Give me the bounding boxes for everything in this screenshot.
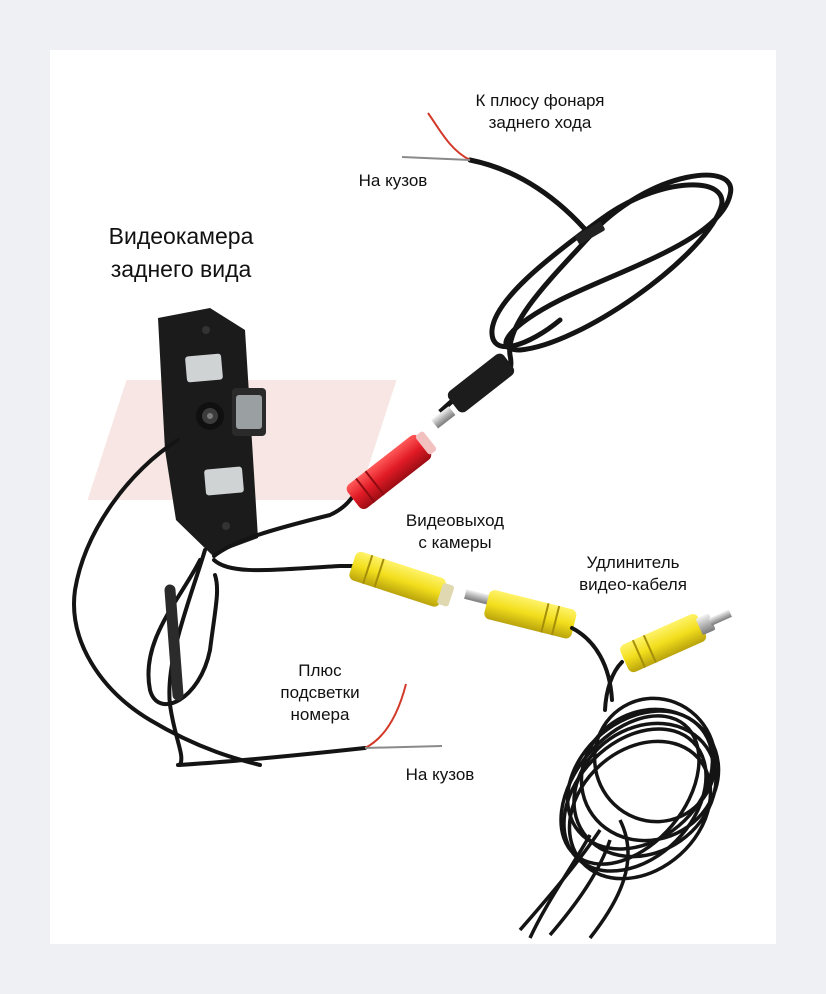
- top-cable-clip: [575, 221, 605, 245]
- rca-yellow-plug-end: [620, 609, 732, 673]
- rca-yellow-jack: [349, 551, 454, 607]
- label-camera-title: Видеокамера заднего вида: [108, 223, 254, 283]
- label-ground-top: На кузов: [358, 171, 428, 190]
- label-ground-bottom: На кузов: [405, 765, 475, 784]
- top-cable-coil: [467, 157, 734, 375]
- cable-ferrite: [164, 584, 184, 701]
- extension-cable: [570, 626, 624, 712]
- dc-power-plug: [431, 353, 515, 429]
- wire-gray-top: [401, 156, 471, 161]
- rca-yellow-plug: [464, 589, 577, 639]
- label-plus-reverse-light: К плюсу фонаря заднего хода: [475, 91, 605, 133]
- camera-cables: [72, 438, 367, 767]
- diagram-card: [50, 50, 776, 944]
- wire-gray-bottom: [364, 745, 443, 749]
- label-plate-light-plus: Плюс подсветки номера: [280, 661, 360, 725]
- wire-red-top: [427, 112, 471, 161]
- cable-coil: [518, 696, 721, 940]
- label-extension-cable: Удлинитель видео-кабеля: [579, 553, 687, 595]
- rca-red-jack: [346, 431, 437, 510]
- label-video-out: Видеовыход с камеры: [405, 511, 505, 553]
- wire-red-bottom: [364, 683, 407, 749]
- camera-body: [158, 308, 266, 555]
